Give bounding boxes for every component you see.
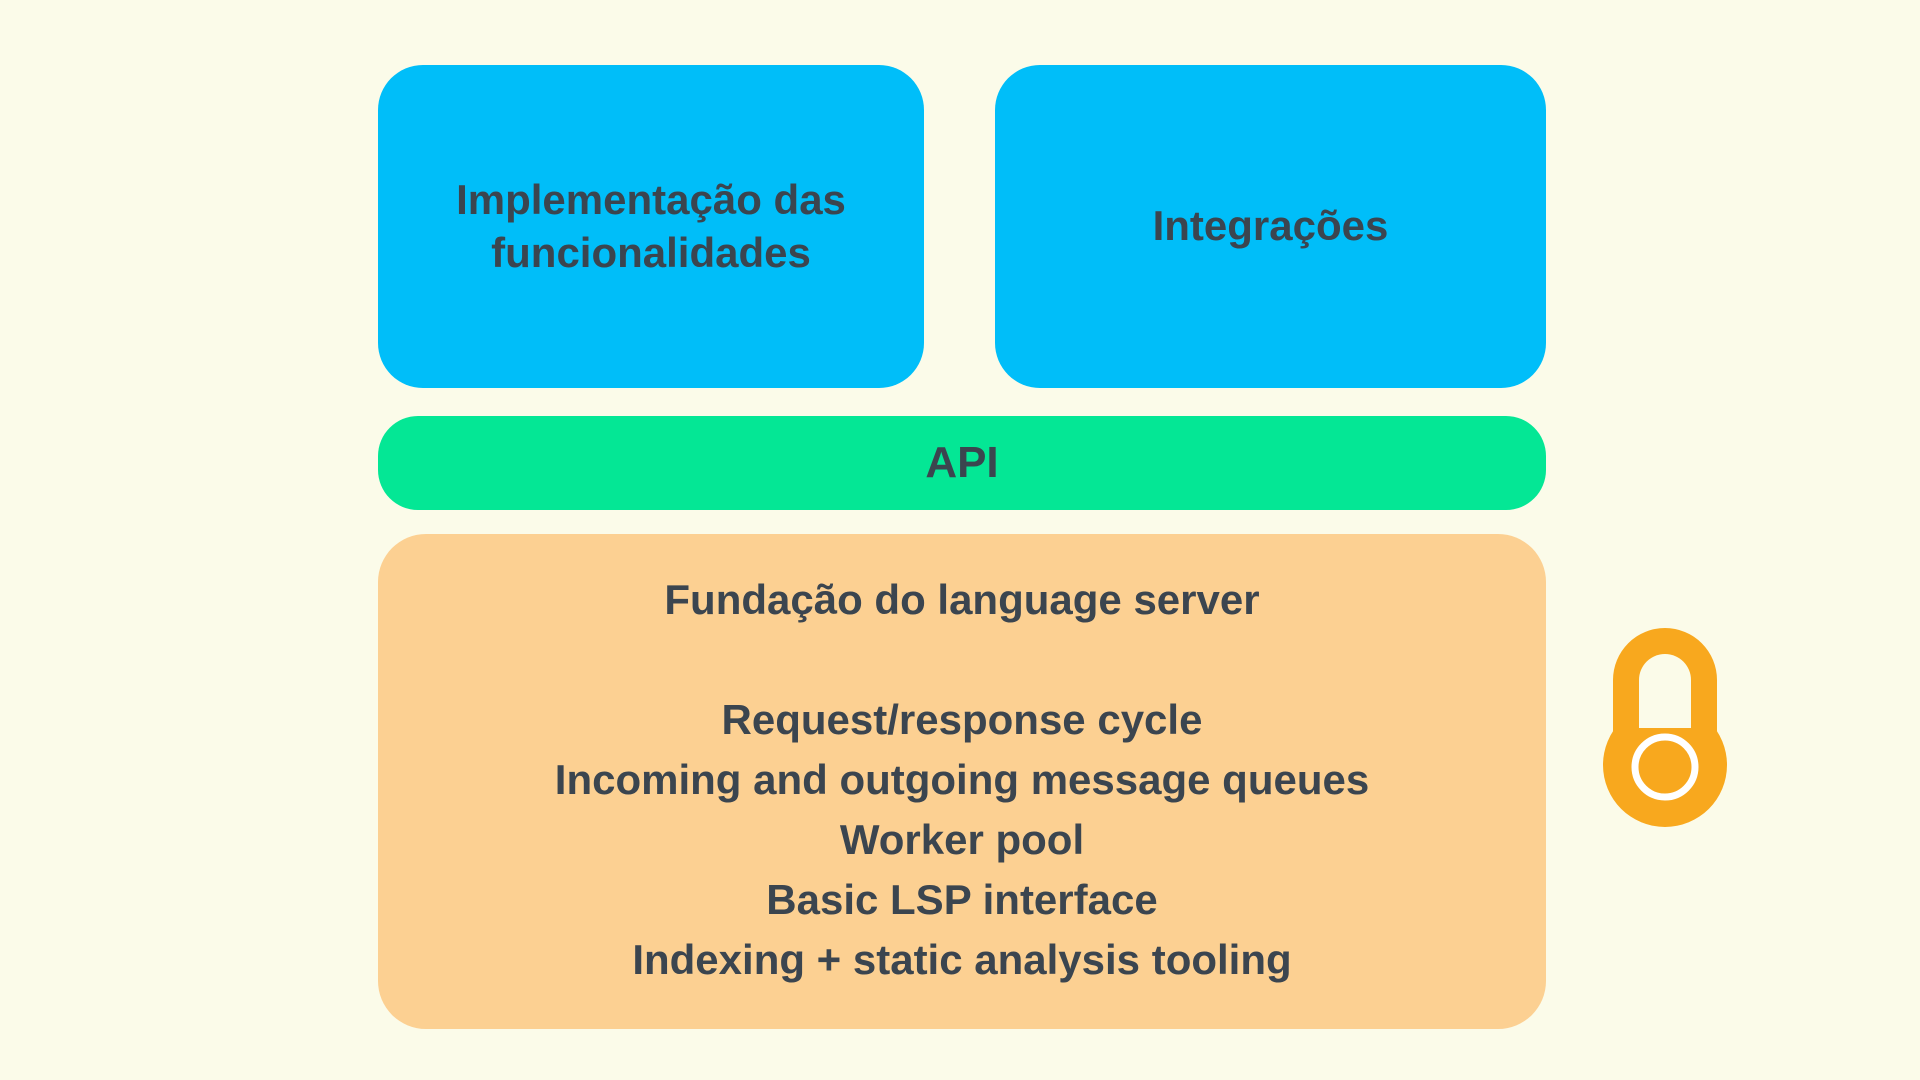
feature-implementation-label: Implementação das funcionalidades	[456, 176, 846, 276]
api-bar: API	[378, 416, 1546, 510]
foundation-item: Basic LSP interface	[766, 876, 1158, 923]
api-label: API	[925, 438, 999, 487]
foundation-title: Fundação do language server	[664, 576, 1260, 623]
integrations-box: Integrações	[995, 65, 1546, 388]
foundation-item: Indexing + static analysis tooling	[632, 936, 1292, 983]
integrations-label: Integrações	[1152, 202, 1389, 250]
lock-icon	[1602, 628, 1728, 828]
foundation-item: Request/response cycle	[721, 696, 1203, 743]
foundation-spacer	[378, 630, 1546, 690]
foundation-box: Fundação do language server Request/resp…	[378, 534, 1546, 1029]
foundation-item: Incoming and outgoing message queues	[554, 756, 1370, 803]
feature-implementation-box: Implementação das funcionalidades	[378, 65, 924, 388]
foundation-item: Worker pool	[839, 816, 1085, 863]
